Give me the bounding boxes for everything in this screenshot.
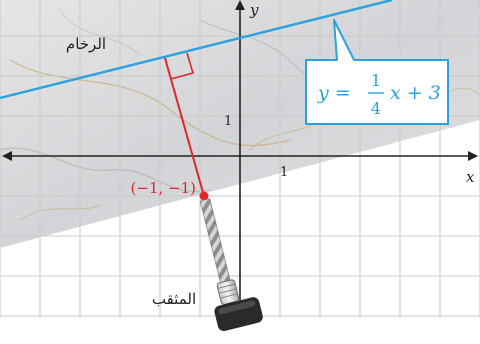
- equation-frac-denominator: 4: [371, 99, 381, 118]
- point-label: (−1, −1): [131, 179, 196, 197]
- x-tick-1-label: 1: [280, 165, 288, 180]
- x-axis-label: x: [466, 168, 475, 186]
- line-y-quarter-x-plus-3: [0, 0, 393, 100]
- drill-chuck: [216, 279, 240, 305]
- x-axis-arrow-left: [2, 151, 12, 161]
- equation-rhs: x + 3: [390, 82, 441, 104]
- point-minus1-minus1: [199, 191, 209, 201]
- y-tick-1-label: 1: [224, 114, 232, 129]
- right-angle-marker: [170, 52, 195, 80]
- equation-callout: y = 1 4 x + 3: [305, 19, 449, 125]
- y-axis-arrow-up: [235, 0, 245, 10]
- marble-label: الرخام: [66, 35, 106, 53]
- drill-bit: [199, 198, 231, 283]
- drill-label: المثقب: [152, 290, 196, 308]
- callout-box: [305, 19, 449, 125]
- x-axis-arrow-right: [468, 151, 478, 161]
- axes: [2, 0, 478, 318]
- perpendicular-segment: [164, 57, 205, 197]
- drill: [199, 198, 263, 332]
- y-axis-label: y: [249, 1, 259, 19]
- equation-frac-numerator: 1: [371, 71, 381, 90]
- equation-lhs: y =: [317, 82, 351, 104]
